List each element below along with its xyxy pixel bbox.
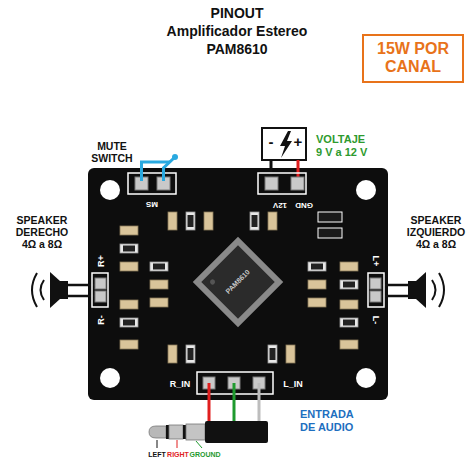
- polarity-sign: -: [269, 133, 274, 150]
- wire-label: GROUND: [189, 451, 220, 459]
- speaker-label: SPEAKER DERECHO 4Ω a 8Ω: [10, 214, 74, 250]
- callout-text: 15W POR CANAL: [371, 40, 455, 77]
- subtitle: Amplificador Estereo: [167, 23, 308, 39]
- wire-label: RIGHT: [167, 451, 189, 459]
- pin-label: GND: [295, 200, 313, 209]
- speaker-label: SPEAKER IZQUIERDO 4Ω a 8Ω: [404, 214, 468, 250]
- pin-label: MS: [146, 199, 158, 208]
- pin-label: R+: [96, 255, 106, 267]
- pin-label: R_IN: [170, 379, 191, 389]
- model-name: PAM8610: [206, 41, 267, 57]
- mute-label: MUTE SWITCH: [86, 140, 138, 164]
- wire-label: LEFT: [148, 451, 166, 459]
- pin-label: 12V: [273, 200, 287, 209]
- pin-label: L+: [371, 256, 381, 267]
- callout-box: 15W POR CANAL: [362, 34, 464, 83]
- polarity-sign: +: [294, 133, 303, 150]
- pin-label: R-: [96, 315, 106, 325]
- pin-label: L-: [371, 316, 381, 325]
- pin-label: L_IN: [283, 379, 303, 389]
- voltage-label: VOLTAJE 9 V a 12 V: [316, 133, 372, 158]
- diagram-title: PINOUT: [211, 5, 264, 21]
- input-label: ENTRADA DE AUDIO: [300, 408, 362, 433]
